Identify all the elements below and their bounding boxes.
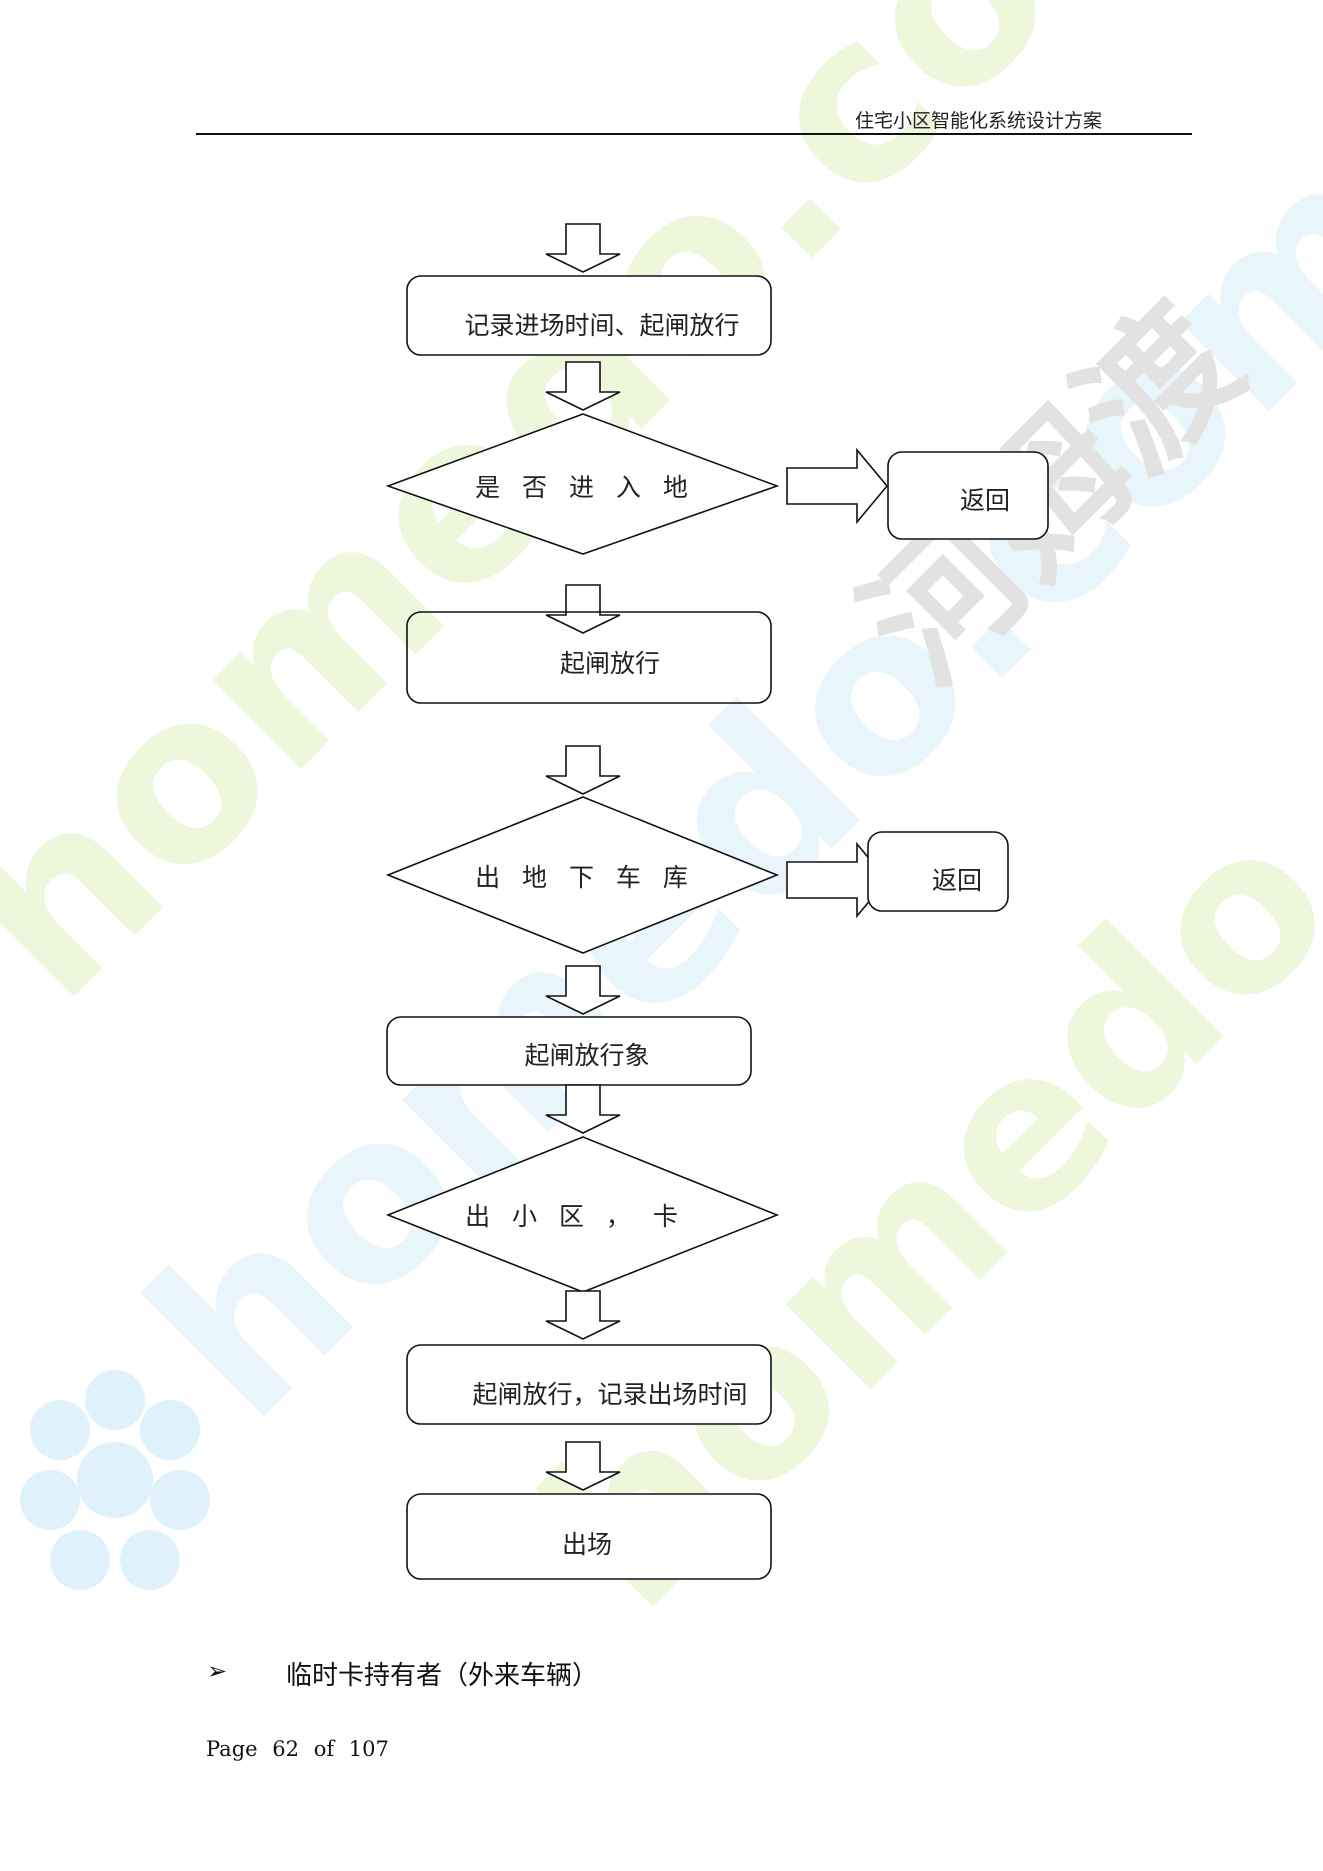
- page-footer: Page 62 of 107: [206, 1737, 397, 1761]
- footer-total-pages: 107: [348, 1737, 389, 1761]
- arrow-down-3: [545, 584, 621, 634]
- diamond-enter-underground: [385, 413, 780, 555]
- arrow-bullet-icon: ➢: [207, 1657, 228, 1685]
- label-exit-garage: 出 地 下 车 库: [475, 863, 695, 892]
- arrow-down-6: [545, 1084, 621, 1134]
- header-divider: [196, 133, 1192, 135]
- label-enter-underground: 是 否 进 入 地: [475, 473, 695, 502]
- arrow-right-1: [786, 449, 888, 523]
- arrow-down-8: [545, 1441, 621, 1491]
- footer-of-word: of: [313, 1737, 335, 1761]
- footer-page-word: Page: [206, 1737, 258, 1761]
- box-open-gate-record-exit: [406, 1344, 772, 1425]
- document-header-title: 住宅小区智能化系统设计方案: [855, 110, 1103, 132]
- box-return-1: [887, 451, 1049, 540]
- arrow-down-2: [545, 361, 621, 411]
- label-record-entry: 记录进场时间、起闸放行: [464, 311, 740, 340]
- arrow-down-5: [545, 965, 621, 1015]
- label-return-1: 返回: [959, 486, 1010, 515]
- box-return-2: [867, 831, 1009, 912]
- label-exit-community: 出 小 区 ， 卡: [465, 1202, 685, 1231]
- label-return-2: 返回: [931, 866, 982, 895]
- footer-page-number: 62: [272, 1737, 299, 1761]
- label-open-gate-record-exit: 起闸放行，记录出场时间: [472, 1380, 748, 1409]
- box-open-gate-1: [406, 611, 772, 704]
- box-record-entry: [406, 275, 772, 356]
- label-open-gate-1: 起闸放行: [559, 649, 660, 678]
- arrow-down-1: [545, 223, 621, 273]
- arrow-down-7: [545, 1290, 621, 1340]
- box-exit: [406, 1493, 772, 1580]
- diamond-exit-garage: [385, 796, 780, 954]
- label-open-gate-2: 起闸放行象: [524, 1041, 650, 1070]
- arrow-down-4: [545, 745, 621, 795]
- label-exit: 出场: [561, 1530, 612, 1559]
- section-heading: 临时卡持有者（外来车辆）: [286, 1661, 599, 1691]
